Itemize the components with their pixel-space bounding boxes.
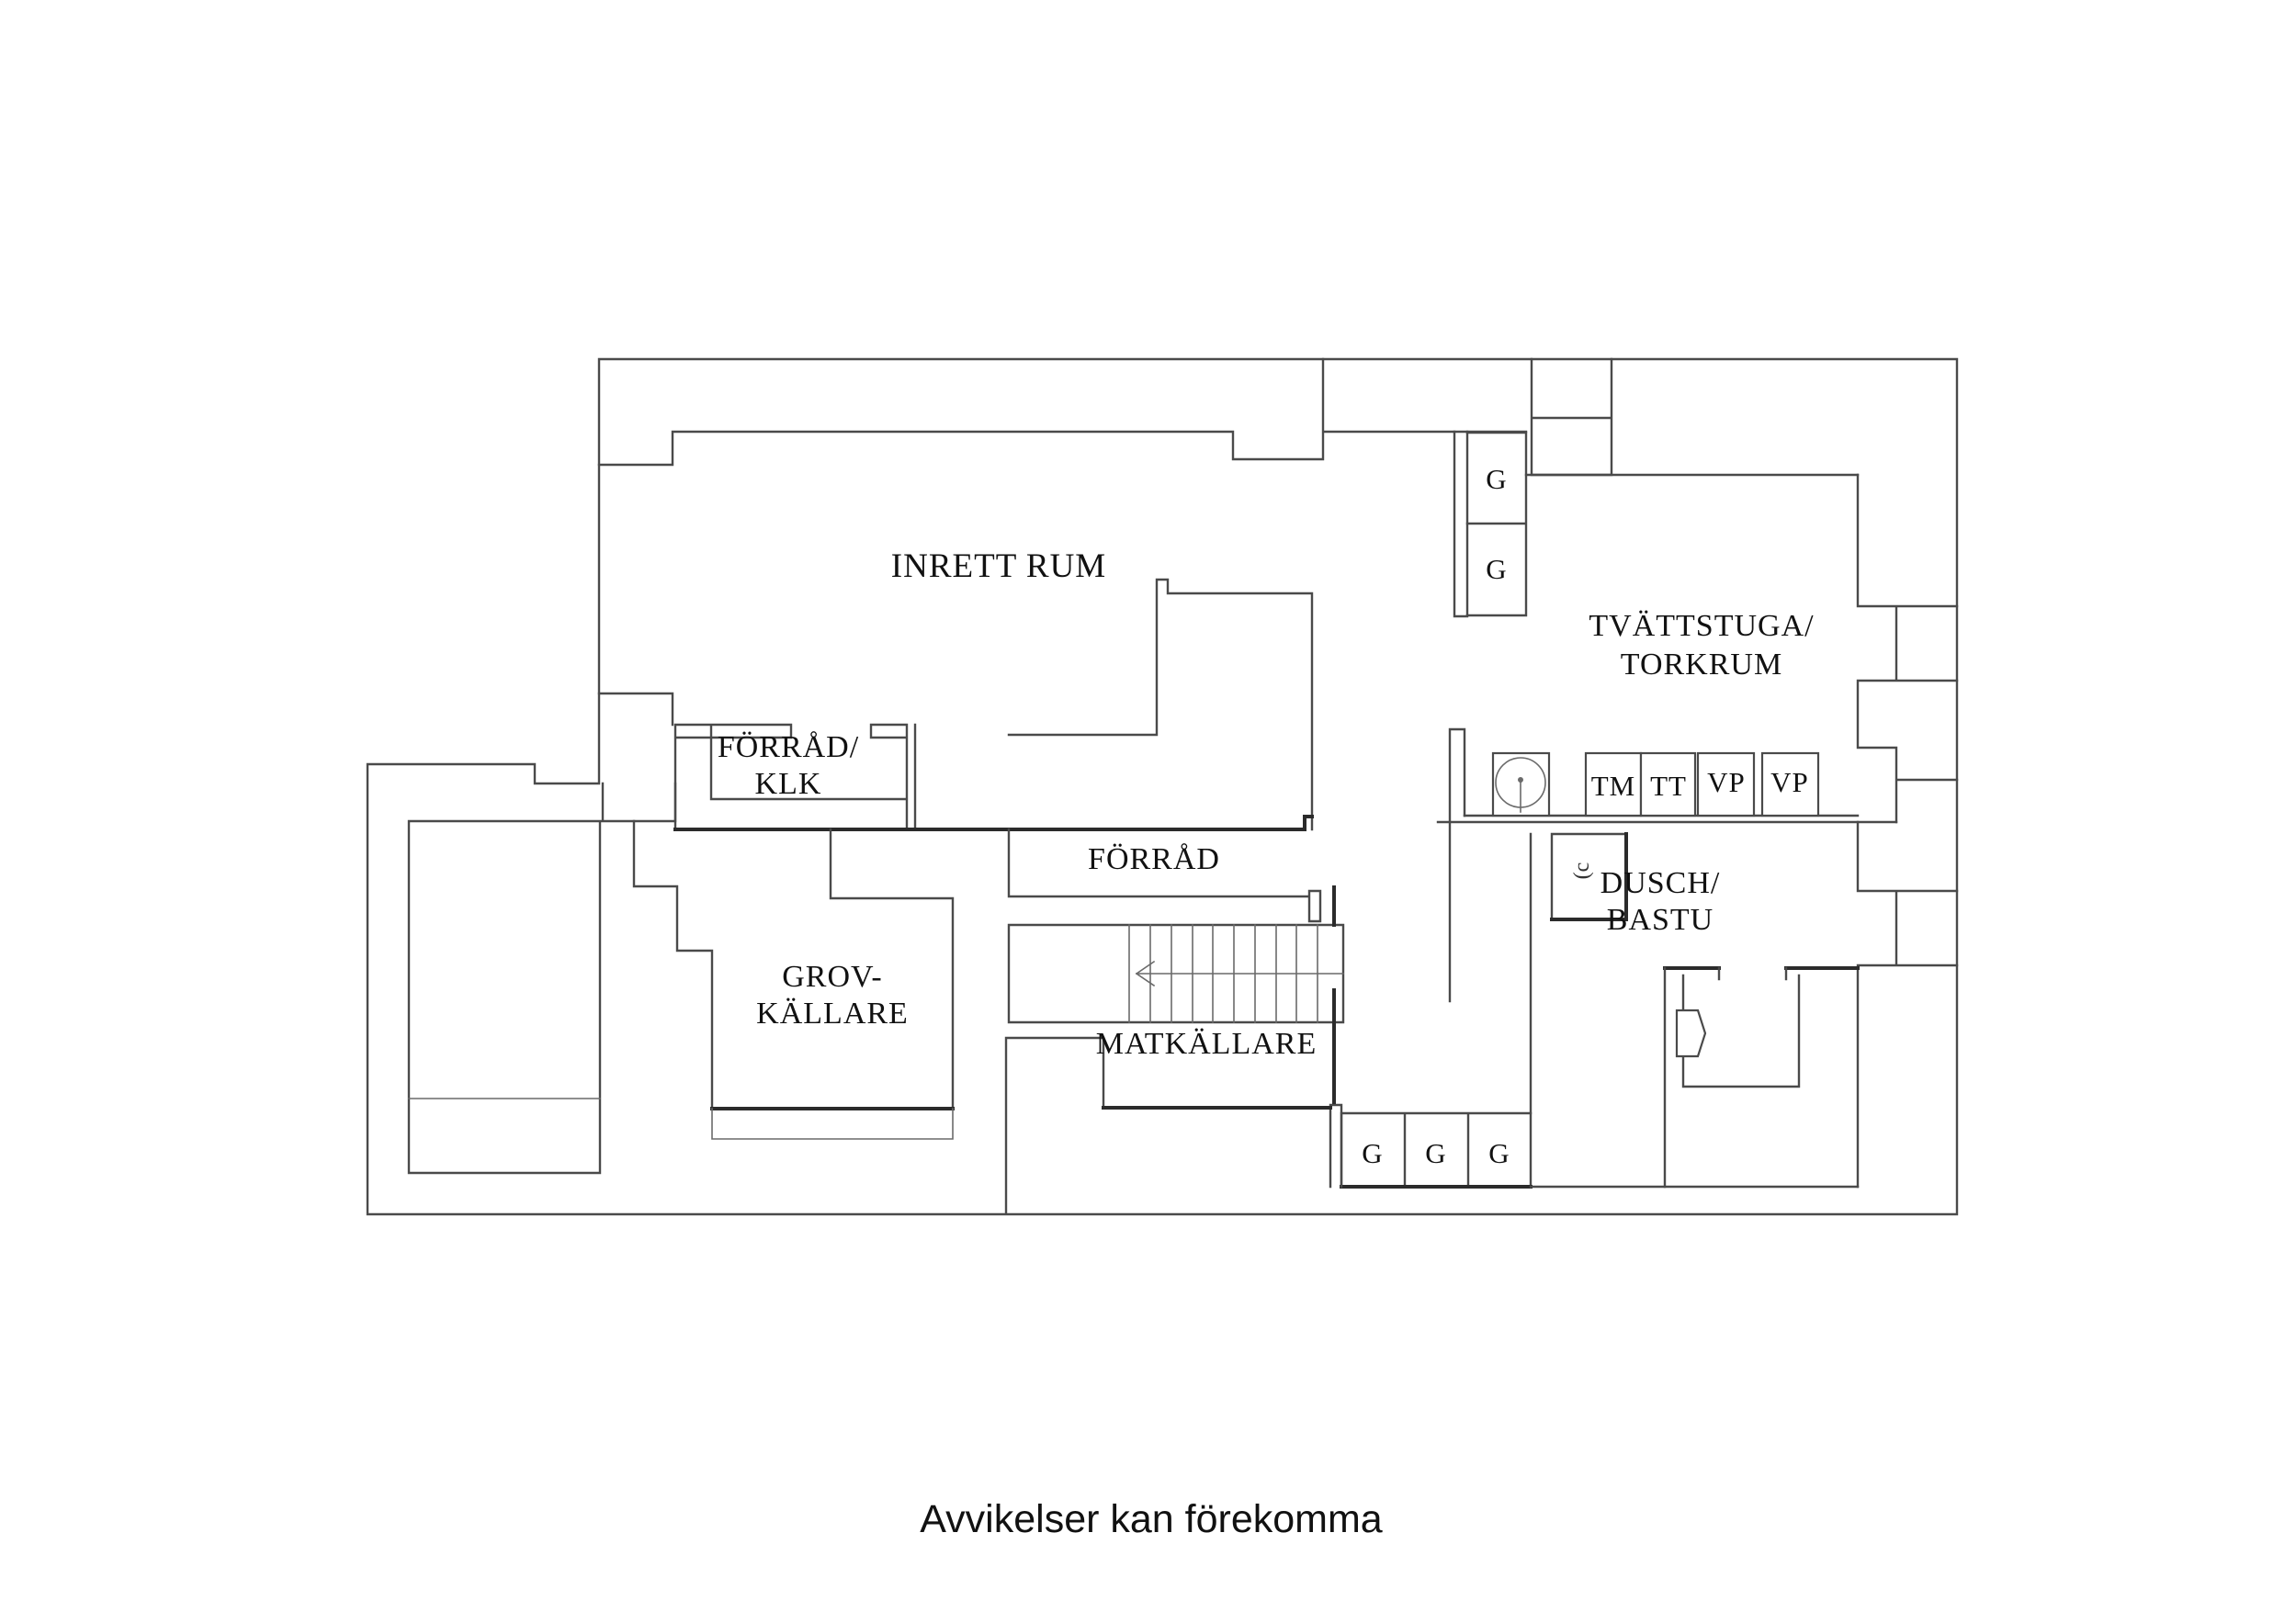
appliance-vp2	[1760, 751, 1820, 817]
top-strip-wall	[597, 357, 1528, 467]
matkallare-west-walls	[1004, 1036, 1105, 1215]
shower-symbol-icon: (c	[1570, 862, 1594, 880]
room-label-grovkallare-line2: KÄLLARE	[756, 997, 909, 1031]
grovkallare-walls	[632, 819, 955, 1110]
wardrobe-label-g4: G	[1425, 1137, 1446, 1169]
wardrobe-label-g1: G	[1486, 463, 1507, 495]
vent-shaft	[1530, 357, 1613, 477]
appliance-label-vp1: VP	[1707, 766, 1746, 798]
room-label-tvattstuga-line2: TORKRUM	[1621, 648, 1782, 682]
room-label-inrett-rum: INRETT RUM	[891, 547, 1106, 585]
room-label-dusch-line2: BASTU	[1607, 903, 1714, 937]
room-label-matkallare: MATKÄLLARE	[1096, 1027, 1317, 1061]
appliance-tm	[1584, 751, 1643, 817]
shower-cabin	[1550, 832, 1628, 921]
inrett-rum-south-wall	[673, 815, 1314, 831]
room-label-forrad-klk-line2: KLK	[755, 767, 822, 801]
grovkallare-footing	[711, 1108, 954, 1140]
sauna-door-leaf	[1675, 1009, 1707, 1058]
wardrobe-label-g5: G	[1488, 1137, 1510, 1169]
room-label-forrad-klk-line1: FÖRRÅD/	[718, 730, 859, 764]
appliance-label-tt: TT	[1650, 770, 1687, 802]
forrad-walls	[1007, 828, 1322, 923]
staircase	[1007, 885, 1345, 1104]
shower-cabin-dark-edges	[1550, 832, 1628, 921]
room-label-forrad: FÖRRÅD	[1088, 842, 1220, 876]
footer-disclaimer: Avvikelser kan förekomma	[920, 1497, 1383, 1541]
g-closets-upper	[1465, 431, 1528, 617]
room-label-grovkallare-line1: GROV-	[782, 960, 883, 994]
wardrobe-label-g2: G	[1486, 553, 1507, 585]
sauna	[1529, 966, 1860, 1189]
forrad-klk-walls	[597, 692, 917, 831]
outer-wall	[366, 357, 1959, 1216]
left-wing-room	[407, 782, 677, 1175]
east-wall-bays	[1856, 473, 1959, 1189]
stairs-direction-arrow	[1135, 960, 1156, 987]
wardrobe-label-g3: G	[1362, 1137, 1383, 1169]
appliance-tt	[1639, 751, 1697, 817]
g-closet-stub	[1453, 430, 1469, 618]
room-label-dusch-line1: DUSCH/	[1600, 866, 1721, 900]
room-label-tvattstuga-line1: TVÄTTSTUGA/	[1589, 609, 1814, 643]
appliance-label-vp2: VP	[1770, 766, 1809, 798]
appliance-vp1	[1696, 751, 1756, 817]
corridor-east-wall	[1448, 727, 1466, 1003]
washbasin-drain-icon	[1518, 777, 1523, 783]
matkallare-jamb	[1329, 1103, 1343, 1189]
appliance-label-tm: TM	[1591, 770, 1636, 802]
inrett-rum-ne-walls	[1007, 578, 1314, 831]
